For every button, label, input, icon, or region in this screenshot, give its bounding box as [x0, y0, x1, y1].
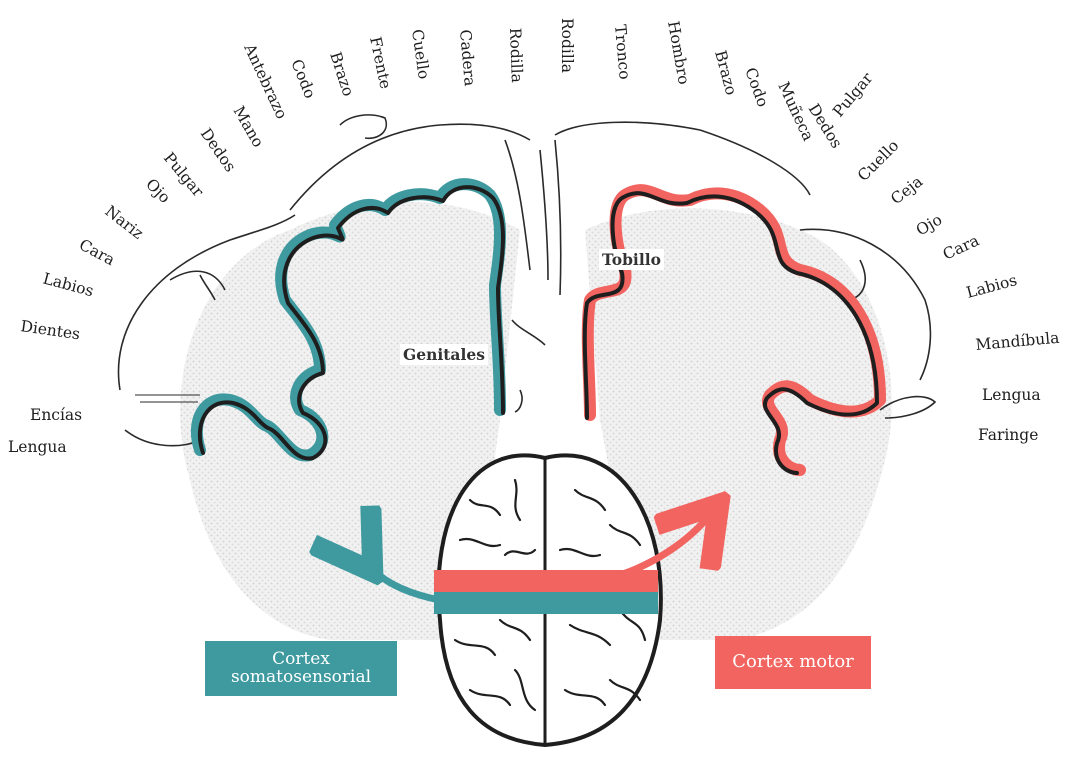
label-faringe: Faringe — [978, 426, 1038, 444]
label-tronco: Tronco — [611, 24, 634, 80]
label-rodilla-sensory: Rodilla — [506, 28, 526, 84]
label-frente: Frente — [366, 35, 395, 90]
label-nariz: Nariz — [102, 202, 147, 243]
label-dedos-sensory: Dedos — [197, 125, 240, 175]
legend-somatosensory-cortex: Cortex somatosensorial — [205, 641, 397, 696]
label-hombro: Hombro — [664, 20, 693, 86]
label-brazo-motor: Brazo — [711, 48, 740, 97]
label-codo-sensory: Codo — [287, 57, 319, 101]
brain-top-view — [434, 455, 661, 745]
label-mano: Mano — [230, 103, 268, 150]
legend-sensory-line2: somatosensorial — [231, 669, 371, 687]
label-brazo-sensory: Brazo — [326, 50, 357, 99]
label-cara-motor: Cara — [940, 231, 982, 263]
label-genitales: Genitales — [400, 344, 488, 365]
label-cuello-sensory: Cuello — [408, 28, 433, 80]
label-cadera: Cadera — [456, 29, 479, 87]
label-lengua-sensory: Lengua — [8, 438, 67, 456]
label-lengua-motor: Lengua — [982, 386, 1041, 404]
legend-sensory-line1: Cortex — [272, 651, 330, 669]
label-ojo-sensory: Ojo — [142, 175, 174, 207]
label-ceja: Ceja — [887, 172, 926, 208]
label-labios-sensory: Labios — [41, 269, 96, 300]
label-dientes: Dientes — [19, 317, 81, 343]
label-rodilla-motor: Rodilla — [558, 18, 576, 73]
label-tobillo: Tobillo — [599, 249, 664, 270]
label-cara-sensory: Cara — [76, 236, 118, 270]
label-ojo-motor: Ojo — [913, 210, 945, 239]
label-pulgar-motor: Pulgar — [829, 69, 877, 121]
legend-motor-cortex: Cortex motor — [715, 636, 871, 689]
label-encias: Encías — [30, 406, 82, 424]
label-cuello-motor: Cuello — [854, 137, 902, 185]
label-codo-motor: Codo — [741, 65, 772, 109]
label-mandibula: Mandíbula — [975, 329, 1060, 354]
label-labios-motor: Labios — [964, 271, 1019, 302]
